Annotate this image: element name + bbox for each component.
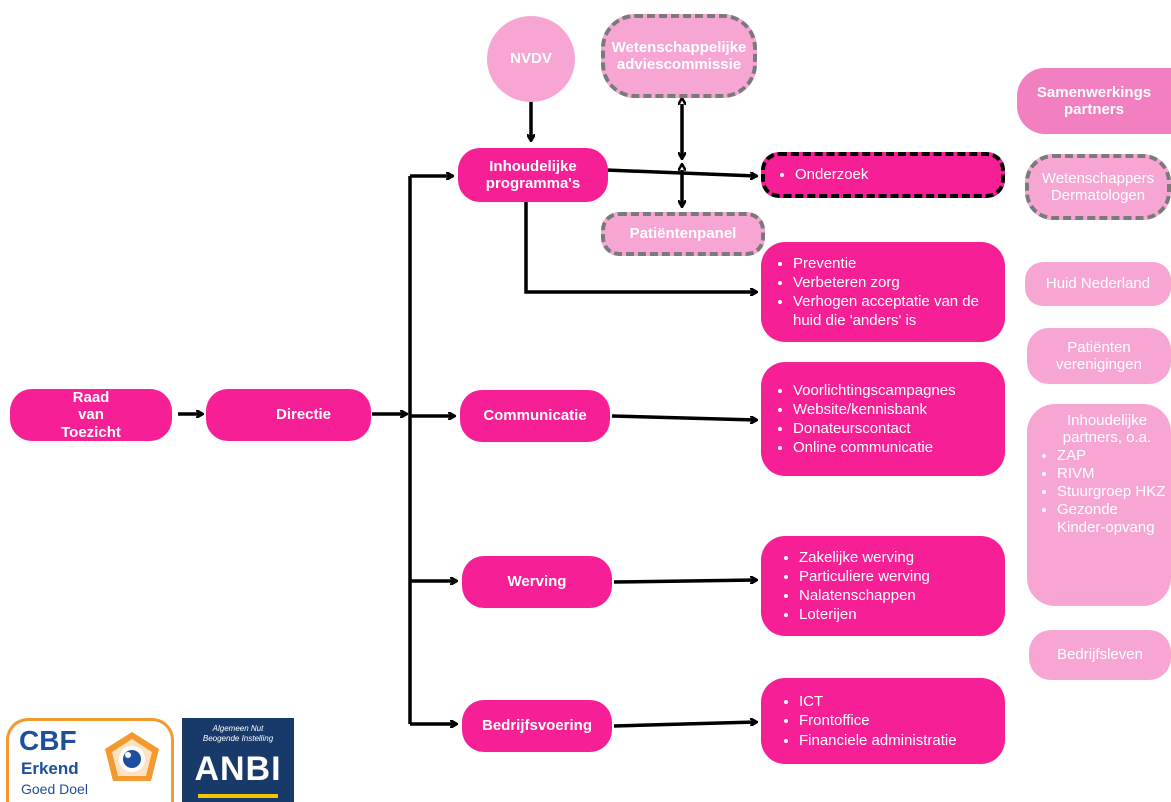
inhoudelijke-partners-box: Inhoudelijke partners, o.a. ZAP RIVM Stu… bbox=[1027, 404, 1171, 606]
dept-communicatie-label: Communicatie bbox=[483, 407, 587, 425]
wetenschappelijke-adviescommissie-box: Wetenschappelijke adviescommissie bbox=[601, 14, 757, 98]
cbf-text: CBF bbox=[19, 725, 77, 756]
wetenschappers-label: Wetenschappers Dermatologen bbox=[1041, 169, 1155, 204]
wetenschappers-dermatologen-box: Wetenschappers Dermatologen bbox=[1025, 154, 1171, 220]
list-item: Voorlichtingscampagnes bbox=[793, 381, 956, 400]
raad-label: Raad van Toezicht bbox=[61, 389, 121, 441]
cbf-eye-icon bbox=[105, 732, 159, 781]
dept-communicatie: Communicatie bbox=[460, 390, 610, 442]
werving-list: Zakelijke werving Particuliere werving N… bbox=[761, 536, 1005, 636]
list-item: Verhogen acceptatie van de huid die 'and… bbox=[793, 292, 997, 330]
list-item: ICT bbox=[799, 692, 957, 711]
arrow-to-communicatie-list bbox=[611, 414, 756, 420]
panel-label: Patiëntenpanel bbox=[629, 225, 737, 243]
huid-nederland-box: Huid Nederland bbox=[1025, 262, 1171, 306]
cbf-erkend-text: Erkend bbox=[21, 759, 79, 778]
list-item: ZAP bbox=[1057, 447, 1167, 465]
list-item: Donateurscontact bbox=[793, 419, 956, 438]
patienten-label: Patiënten verenigingen bbox=[1056, 338, 1142, 373]
list-item: Verbeteren zorg bbox=[793, 273, 997, 292]
anbi-big-text: ANBI bbox=[194, 750, 282, 788]
nvdv-circle: NVDV bbox=[487, 16, 575, 102]
arrow-to-werving-list bbox=[613, 580, 756, 582]
huid-nederland-label: Huid Nederland bbox=[1045, 275, 1151, 293]
list-item: Website/kennisbank bbox=[793, 400, 956, 419]
list-item: Financiele administratie bbox=[799, 731, 957, 750]
bedrijfsleven-label: Bedrijfsleven bbox=[1057, 646, 1143, 664]
cbf-goed-doel-text: Goed Doel bbox=[21, 781, 88, 797]
list-item: RIVM bbox=[1057, 465, 1167, 483]
nvdv-label: NVDV bbox=[510, 50, 552, 68]
dept-inhoudelijke-programmas: Inhoudelijke programma's bbox=[458, 148, 608, 202]
list-item: Stuurgroep HKZ bbox=[1057, 483, 1167, 501]
bedrijfsvoering-list: ICT Frontoffice Financiele administratie bbox=[761, 678, 1005, 764]
onderzoek-list: Onderzoek bbox=[761, 152, 1005, 198]
list-item: Online communicatie bbox=[793, 438, 956, 457]
communicatie-list: Voorlichtingscampagnes Website/kennisban… bbox=[761, 362, 1005, 476]
anbi-logo: Algemeen Nut Beogende Instelling ANBI bbox=[182, 718, 294, 802]
list-item: Preventie bbox=[793, 254, 997, 273]
list-item: Frontoffice bbox=[799, 711, 957, 730]
list-item: Gezonde Kinder-opvang bbox=[1057, 501, 1167, 537]
list-item: Nalatenschappen bbox=[799, 586, 930, 605]
dept-bedrijfsvoering-label: Bedrijfsvoering bbox=[481, 717, 593, 735]
patienten-verenigingen-box: Patiënten verenigingen bbox=[1027, 328, 1171, 384]
raad-van-toezicht-box: Raad van Toezicht bbox=[10, 389, 172, 441]
anbi-yellow-bar bbox=[198, 794, 278, 798]
dept-werving-label: Werving bbox=[507, 573, 567, 591]
list-item: Onderzoek bbox=[795, 165, 868, 184]
directie-box: Directie bbox=[206, 389, 371, 441]
bedrijfsleven-box: Bedrijfsleven bbox=[1029, 630, 1171, 680]
programmas-list: Preventie Verbeteren zorg Verhogen accep… bbox=[761, 242, 1005, 342]
list-item: Particuliere werving bbox=[799, 567, 930, 586]
wac-label: Wetenschappelijke adviescommissie bbox=[611, 38, 747, 73]
patientenpanel-box: Patiëntenpanel bbox=[601, 212, 765, 256]
anbi-small-text-1: Algemeen Nut bbox=[212, 724, 264, 733]
inhoudelijke-partners-title: Inhoudelijke partners, o.a. bbox=[1062, 412, 1152, 447]
arrow-to-bedrijfsvoering-list bbox=[613, 722, 756, 728]
dept-inhoud-label: Inhoudelijke programma's bbox=[485, 157, 581, 192]
dept-werving: Werving bbox=[462, 556, 612, 608]
dept-bedrijfsvoering: Bedrijfsvoering bbox=[462, 700, 612, 752]
samenwerkings-label: Samenwerkings partners bbox=[1036, 83, 1152, 118]
list-item: Loterijen bbox=[799, 605, 930, 624]
directie-label: Directie bbox=[275, 406, 332, 424]
arrow-to-programmas bbox=[524, 202, 756, 292]
cbf-erkend-logo: CBF Erkend Goed Doel bbox=[6, 718, 174, 802]
samenwerkingspartners-box: Samenwerkings partners bbox=[1017, 68, 1171, 134]
list-item: Zakelijke werving bbox=[799, 548, 930, 567]
anbi-small-text-2: Beogende Instelling bbox=[202, 734, 274, 743]
